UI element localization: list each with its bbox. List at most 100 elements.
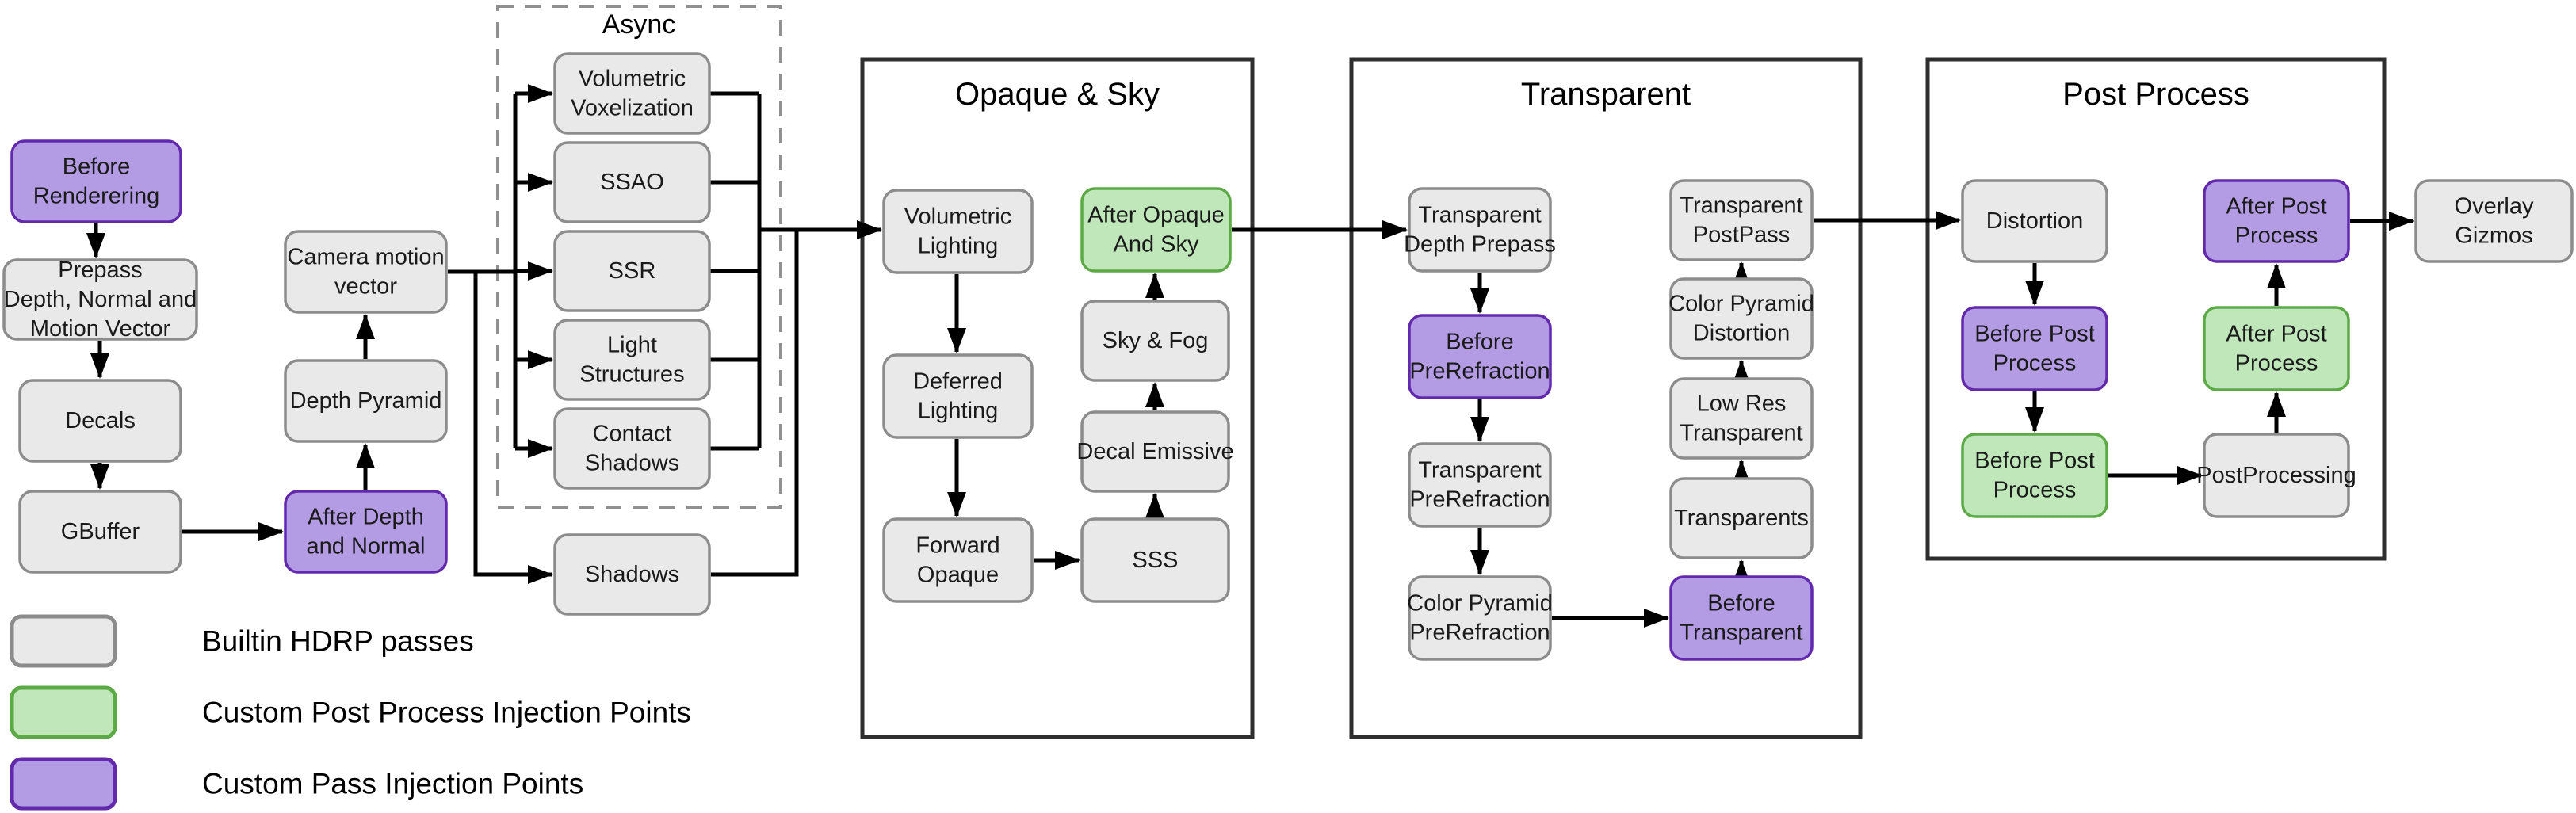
- node-volumetric-voxelization-label-line1: Voxelization: [571, 96, 694, 121]
- node-light-structures-box: [553, 319, 711, 401]
- node-color-pyramid-prerefraction-box: [1408, 575, 1552, 661]
- legend-item-custom_pass: Custom Pass Injection Points: [10, 757, 583, 811]
- node-decals-label-line0: Decals: [65, 408, 136, 433]
- async-group: Async: [496, 5, 782, 509]
- node-contact-shadows-box: [553, 407, 711, 490]
- node-volumetric-lighting-label-line0: Volumetric: [904, 204, 1011, 230]
- node-depth-pyramid-label-line0: Depth Pyramid: [290, 388, 442, 414]
- node-gbuffer: GBuffer: [18, 490, 182, 574]
- node-after-post-process-pass: After PostProcess: [2203, 179, 2350, 263]
- node-prepass-box: [2, 258, 198, 341]
- transparent-group-border: [1349, 57, 1863, 739]
- node-before-post-process-pp-label-line0: Before Post: [1974, 448, 2095, 474]
- node-color-pyramid-prerefraction-label-line0: Color Pyramid: [1407, 591, 1553, 616]
- node-before-prerefraction-label-line1: PreRefraction: [1409, 359, 1550, 384]
- legend-swatch-custom_pp: [10, 685, 117, 739]
- node-after-depth-and-normal-box: [284, 490, 448, 574]
- node-overlay-gizmos-box: [2414, 179, 2574, 263]
- node-overlay-gizmos-label-line0: Overlay: [2455, 194, 2534, 219]
- node-transparent-depth-prepass-label-line1: Depth Prepass: [1404, 232, 1556, 258]
- node-decal-emissive-label-line0: Decal Emissive: [1076, 439, 1233, 464]
- async-group-title: Async: [602, 10, 676, 40]
- node-before-rendering-label-line0: Before: [63, 155, 130, 180]
- node-after-post-process-pp: After PostProcess: [2203, 306, 2350, 391]
- node-color-pyramid-distortion-label-line1: Distortion: [1693, 321, 1791, 346]
- legend-swatch-custom_pass: [10, 757, 117, 811]
- node-before-post-process-pp-label-line1: Process: [1993, 478, 2077, 503]
- node-after-post-process-pass-label-line1: Process: [2235, 223, 2318, 249]
- node-ssao: SSAO: [553, 141, 711, 223]
- node-distortion-box: [1961, 179, 2108, 263]
- node-after-depth-and-normal-label-line0: After Depth: [308, 505, 424, 530]
- node-transparent-prerefraction-label-line1: PreRefraction: [1409, 487, 1550, 513]
- legend-swatch-builtin: [10, 614, 117, 668]
- node-deferred-lighting-label-line0: Deferred: [913, 369, 1003, 395]
- node-transparent-postpass-label-line1: PostPass: [1693, 223, 1791, 248]
- node-low-res-transparent-label-line1: Transparent: [1680, 421, 1802, 446]
- node-after-opaque-and-sky-label-line0: After Opaque: [1087, 203, 1225, 228]
- node-contact-shadows-label-line1: Shadows: [585, 451, 679, 476]
- node-sky-and-fog-label-line0: Sky & Fog: [1103, 328, 1209, 353]
- node-ssao-box: [553, 141, 711, 223]
- node-before-prerefraction-label-line0: Before: [1446, 330, 1513, 355]
- node-before-transparent-label-line0: Before: [1707, 591, 1775, 616]
- node-forward-opaque-label-line0: Forward: [915, 533, 999, 559]
- node-light-structures-label-line1: Structures: [579, 362, 684, 387]
- node-transparents-label-line0: Transparents: [1674, 506, 1809, 531]
- node-low-res-transparent-box: [1669, 377, 1814, 460]
- node-volumetric-voxelization-box: [553, 52, 711, 135]
- node-transparent-depth-prepass-box: [1408, 187, 1552, 273]
- node-prepass-label-line1: Depth, Normal and: [4, 287, 197, 312]
- node-after-post-process-pp-label-line0: After Post: [2226, 322, 2326, 347]
- post-process-group-border: [1925, 57, 2387, 561]
- node-ssr-label-line0: SSR: [609, 258, 656, 284]
- node-ssao-label-line0: SSAO: [600, 170, 664, 195]
- node-low-res-transparent-label-line0: Low Res: [1697, 391, 1787, 417]
- transparent-group-title: Transparent: [1521, 77, 1691, 112]
- node-depth-pyramid: Depth Pyramid: [284, 359, 448, 443]
- node-postprocessing-box: [2203, 433, 2350, 518]
- node-before-rendering-box: [10, 139, 182, 223]
- node-decals: Decals: [18, 379, 182, 463]
- node-depth-pyramid-box: [284, 359, 448, 443]
- node-before-prerefraction-box: [1408, 314, 1552, 399]
- legend-label-custom_pass: Custom Pass Injection Points: [202, 768, 583, 800]
- edge-branch-to-shadows: [473, 272, 553, 584]
- edge-shadows-collector: [711, 230, 799, 577]
- node-color-pyramid-prerefraction-label-line1: PreRefraction: [1409, 620, 1550, 646]
- node-color-pyramid-distortion-box: [1669, 277, 1814, 360]
- node-postprocessing-label-line0: PostProcessing: [2196, 463, 2356, 488]
- node-before-rendering-label-line1: Renderering: [33, 184, 160, 209]
- node-overlay-gizmos-label-line1: Gizmos: [2455, 223, 2532, 249]
- node-after-post-process-pp-label-line1: Process: [2235, 351, 2318, 376]
- node-transparent-postpass-label-line0: Transparent: [1680, 193, 1802, 219]
- post-process-group: Post Process: [1925, 57, 2387, 561]
- node-transparent-depth-prepass-label-line0: Transparent: [1418, 203, 1541, 228]
- node-before-post-process-pass: Before PostProcess: [1961, 306, 2108, 391]
- node-transparent-prerefraction-box: [1408, 442, 1552, 528]
- node-before-post-process-pass-label-line0: Before Post: [1974, 322, 2095, 347]
- node-transparents-box: [1669, 477, 1814, 559]
- node-camera-motion-vector-box: [284, 230, 448, 314]
- node-shadows-box: [553, 533, 711, 616]
- legend-item-custom_pp: Custom Post Process Injection Points: [10, 685, 691, 739]
- node-distortion-label-line0: Distortion: [1986, 208, 2084, 234]
- node-distortion: Distortion: [1961, 179, 2108, 263]
- node-shadows: Shadows: [553, 533, 711, 616]
